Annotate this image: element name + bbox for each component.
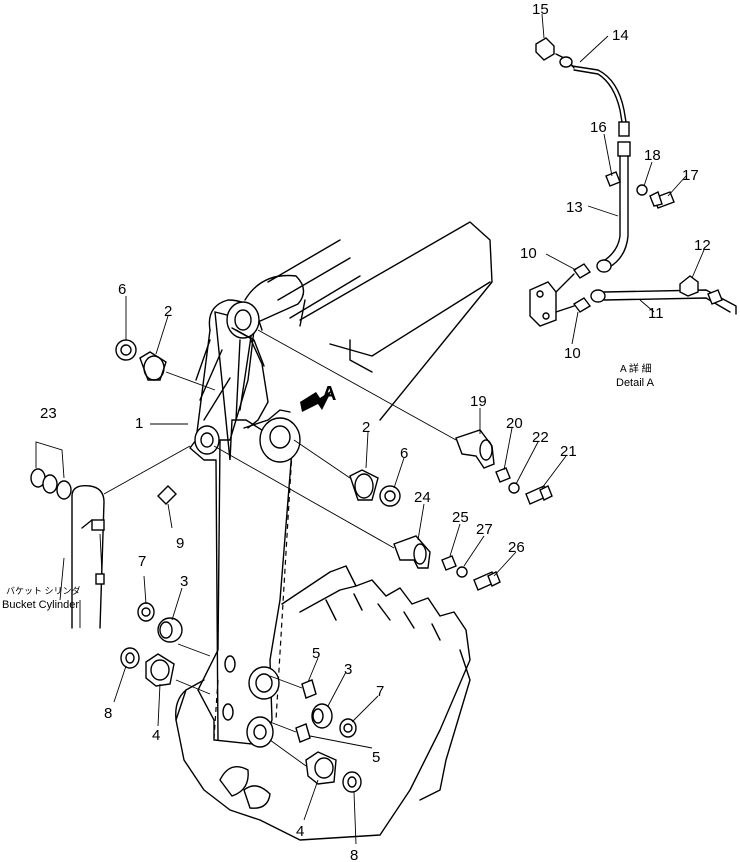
part-26-bolt [473, 571, 501, 591]
part-8-seal-right [342, 771, 362, 793]
arm-lower [213, 655, 280, 748]
callout-16: 16 [590, 119, 607, 136]
part-5-fittings [269, 675, 317, 743]
callout-9: 9 [176, 535, 184, 552]
callout-24: 24 [414, 489, 431, 506]
leader-line [257, 329, 457, 441]
part-7-seal-right [339, 718, 357, 738]
callout-4: 4 [296, 823, 304, 840]
callout-3: 3 [180, 573, 188, 590]
callout-5: 5 [312, 645, 320, 662]
bucket-cylinder-label-en: Bucket Cylinder [2, 599, 79, 611]
callout-3: 3 [344, 661, 352, 678]
callout-6: 6 [118, 281, 126, 298]
part-6-seal [115, 339, 137, 361]
callout-25: 25 [452, 509, 469, 526]
callout-12: 12 [694, 237, 711, 254]
callout-21: 21 [560, 443, 577, 460]
callout-leaders [113, 13, 705, 845]
part-6-seal-right [379, 485, 401, 507]
part-2-bushing-right [349, 469, 379, 501]
callout-18: 18 [644, 147, 661, 164]
callout-22: 22 [532, 429, 549, 446]
part-4-pin-left [145, 653, 175, 687]
part-7-seal-left [137, 602, 155, 622]
view-arrow-a: A [300, 383, 336, 412]
part-4-pin-right [305, 751, 337, 785]
callout-23: 23 [40, 405, 57, 422]
bucket-cylinder-label-jp: バケット シリンダ [6, 585, 81, 596]
bucket [175, 565, 471, 841]
callout-10: 10 [564, 345, 581, 362]
callout-13: 13 [566, 199, 583, 216]
part-2-bushing [139, 351, 167, 381]
callout-10: 10 [520, 245, 537, 262]
part-9-grease-fitting [157, 485, 177, 505]
callout-1: 1 [135, 415, 143, 432]
callout-26: 26 [508, 539, 525, 556]
cylinder-boss [194, 417, 301, 463]
part-27-washer [456, 566, 468, 578]
arm-body [189, 299, 300, 746]
callout-11: 11 [648, 305, 664, 322]
bucket-cylinder-rod [59, 445, 191, 629]
callout-5: 5 [372, 749, 380, 766]
leader-line [165, 371, 216, 391]
leader-line [213, 445, 395, 549]
callout-6: 6 [400, 445, 408, 462]
detail-a-label-jp: A 詳 細 [620, 362, 652, 375]
arm-grease-line [231, 327, 291, 429]
callout-8: 8 [350, 847, 358, 862]
part-25-plate [441, 555, 457, 571]
callout-7: 7 [376, 683, 384, 700]
callout-14: 14 [612, 27, 629, 44]
callout-17: 17 [682, 167, 699, 184]
callout-8: 8 [104, 705, 112, 722]
detail-a-label-en: Detail A [616, 377, 655, 389]
part-3-bushing-left [157, 617, 183, 643]
part-19-pin [455, 429, 495, 469]
callout-7: 7 [138, 553, 146, 570]
view-arrow-label: A [322, 383, 336, 405]
boom-outline [244, 221, 493, 421]
callout-27: 27 [476, 521, 493, 538]
part-21-bolt [525, 485, 553, 505]
part-20-plate [495, 467, 511, 483]
leader-line [293, 439, 351, 479]
callout-15: 15 [532, 1, 549, 18]
part-22-washer [508, 482, 520, 494]
callout-numbers: 6 2 1 23 2 6 9 7 3 8 4 5 3 7 5 4 8 19 20… [40, 1, 711, 862]
callout-19: 19 [470, 393, 487, 410]
detail-a [529, 37, 737, 327]
part-24-pin [393, 535, 431, 569]
leader-line [269, 739, 307, 767]
part-8-seal-left [120, 647, 140, 669]
part-23-shims [30, 441, 72, 500]
callout-2: 2 [164, 303, 172, 320]
part-3-bushing-right [311, 703, 333, 729]
callout-4: 4 [152, 727, 160, 744]
callout-2: 2 [362, 419, 370, 436]
leader-line [175, 643, 211, 695]
callout-20: 20 [506, 415, 523, 432]
